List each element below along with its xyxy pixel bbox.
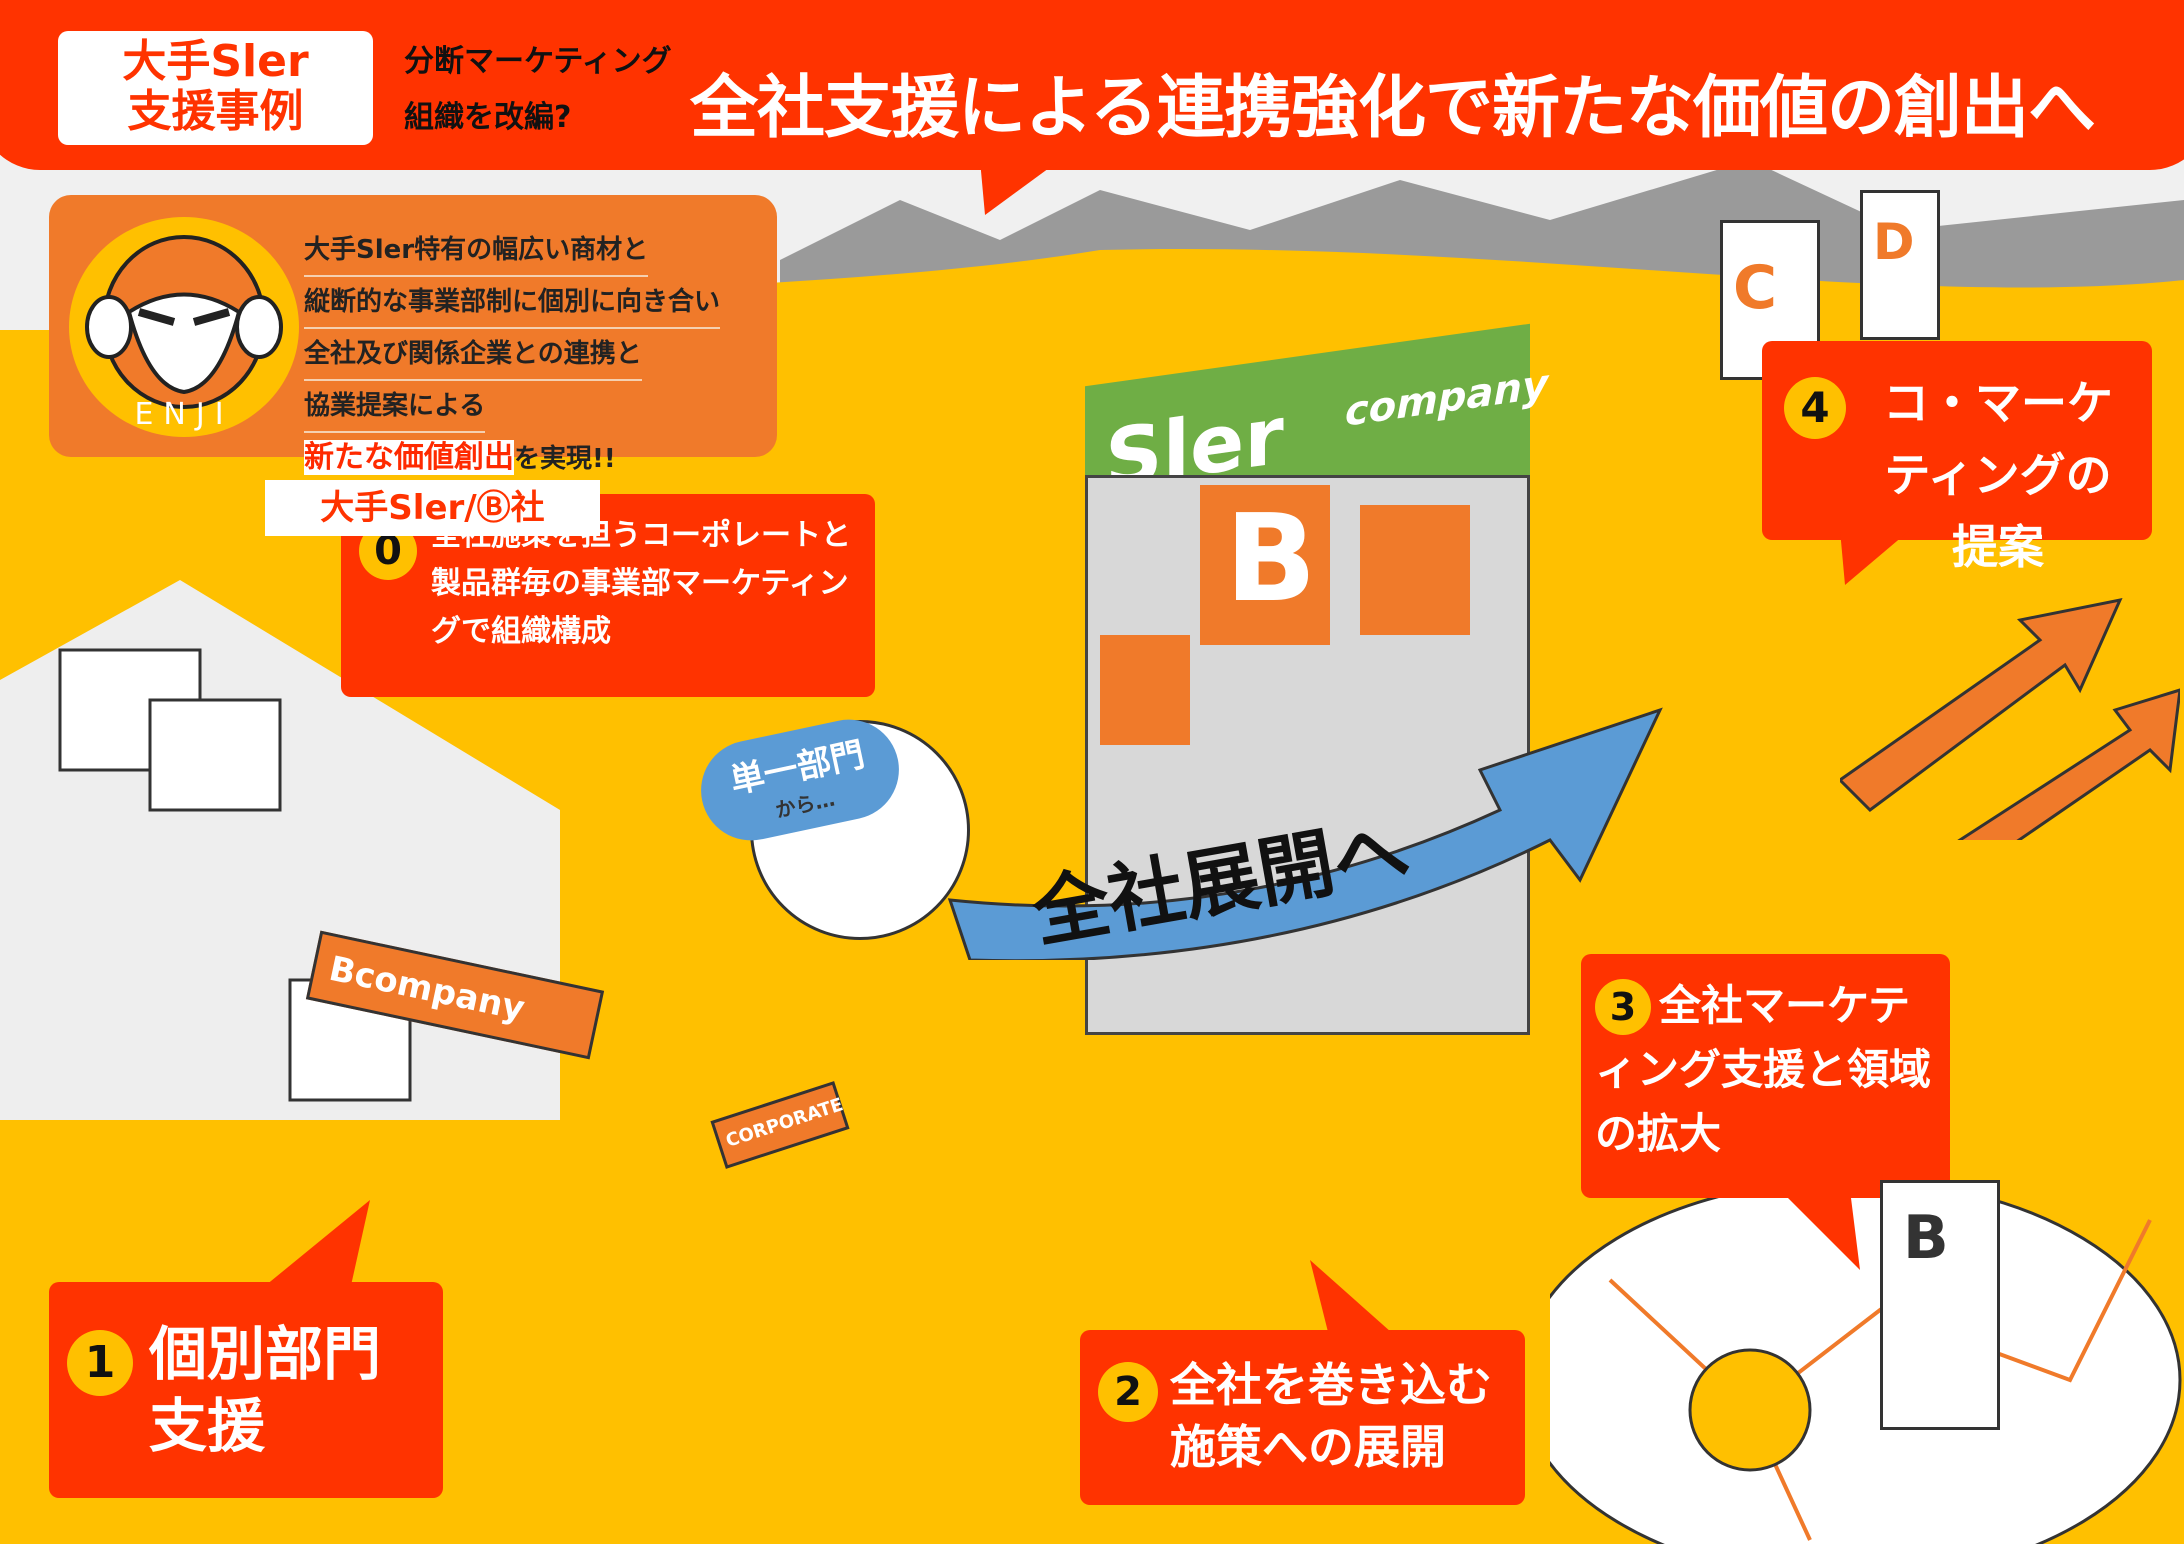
step-2-text: 全社を巻き込む施策への展開: [1170, 1358, 1492, 1474]
tower-building: Sler company B: [1060, 323, 1549, 1035]
intro-line: 全社及び関係企業との連携と: [304, 329, 642, 381]
header-subtitle: 分断マーケティング 組織を改編?: [404, 34, 694, 146]
monkey-face-icon: [85, 235, 283, 409]
intro-line: 大手Sler特有の幅広い商材と: [304, 225, 649, 277]
step-1-number: 1: [67, 1330, 133, 1396]
step-4-text: コ・マーケティングの提案: [1883, 376, 2113, 574]
subtitle-line1: 分断マーケティング: [404, 44, 672, 79]
step-2-box: 2 全社を巻き込む施策への展開: [1080, 1330, 1525, 1505]
mascot-logo: ENJI: [69, 217, 299, 437]
tower-window: [1360, 505, 1470, 635]
tower-sign-b: B: [1225, 490, 1317, 629]
intro-box: ENJI 大手Sler特有の幅広い商材と 縦断的な事業部制に個別に向き合い 全社…: [49, 195, 777, 475]
step-4-box: 4 コ・マーケティングの提案: [1762, 341, 2152, 574]
tower-b-panel: B: [1200, 485, 1330, 645]
step-2-tail: [1310, 1260, 1400, 1340]
network-lines: [1550, 1178, 2182, 1544]
banner-tail: [980, 160, 1060, 215]
step-2-number: 2: [1098, 1362, 1158, 1422]
step-1-tail: [260, 1200, 370, 1290]
step-1-text: 個別部門支援: [149, 1320, 382, 1460]
tower-sign-company: company: [1345, 361, 1549, 436]
step-3-text: 全社マーケティング支援と領域の拡大: [1595, 981, 1932, 1158]
corporate-sign: CORPORATE: [723, 1094, 846, 1152]
intro-line: 協業提案による: [304, 381, 486, 433]
building-c-sign: C: [1733, 253, 1778, 323]
corporate-banner: CORPORATE: [710, 1081, 850, 1169]
step-3-number: 3: [1595, 979, 1651, 1035]
building-b-sign: B: [1903, 1203, 1949, 1273]
client-label: 大手Sler/Ⓑ社: [265, 480, 600, 536]
step-1-box: 1 個別部門支援: [49, 1282, 443, 1498]
intro-line: 縦断的な事業部制に個別に向き合い: [304, 277, 721, 329]
case-badge-line2: 支援事例: [127, 86, 304, 137]
step-0-text: 全社施策を担うコーポレートと製品群毎の事業部マーケティングで組織構成: [431, 518, 851, 649]
subtitle-line2: 組織を改編?: [404, 100, 572, 135]
intro-highlight: 新たな価値創出: [304, 440, 514, 475]
building-d: D: [1860, 190, 1940, 340]
case-badge-line1: 大手Sler: [122, 36, 309, 87]
building-d-sign: D: [1873, 213, 1915, 271]
step-4-tail: [1840, 530, 1910, 585]
intro-text: 大手Sler特有の幅広い商材と 縦断的な事業部制に個別に向き合い 全社及び関係企…: [304, 225, 774, 484]
step-4-number: 4: [1784, 377, 1846, 439]
page-title: 全社支援による連携強化で新たな価値の創出へ: [690, 69, 2096, 148]
step-3-tail: [1780, 1190, 1860, 1270]
building-b: B: [1880, 1180, 2000, 1430]
mascot-name: ENJI: [134, 397, 234, 432]
expansion-arrow: [947, 707, 1663, 960]
growth-arrows: [1840, 597, 2180, 840]
case-badge: 大手Sler 支援事例: [58, 31, 373, 145]
tower-window: [1100, 635, 1190, 745]
intro-tail: を実現!!: [514, 444, 616, 474]
